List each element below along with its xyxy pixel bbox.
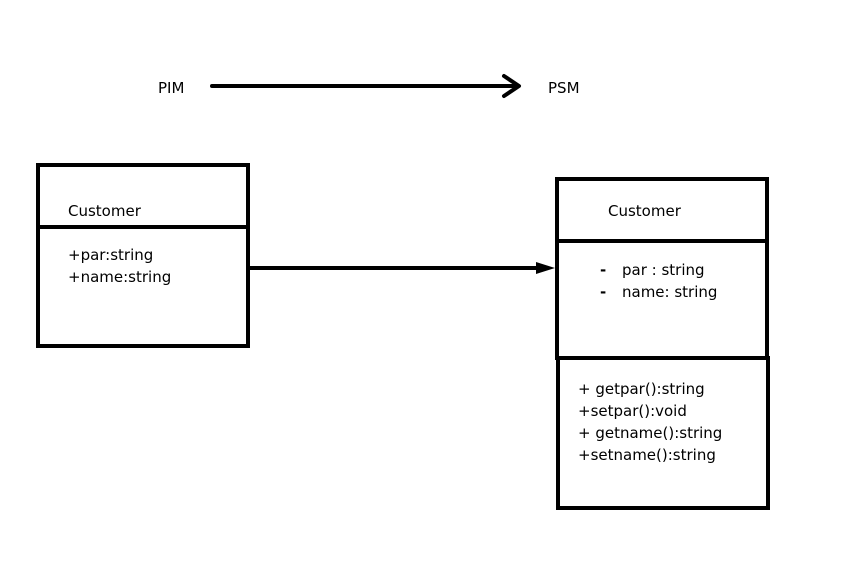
psm-attribute-name-text: name: string — [622, 283, 718, 301]
psm-method-getpar: + getpar():string — [578, 380, 705, 398]
psm-attribute-name: -name: string — [600, 281, 717, 303]
psm-methods: + getpar():string +setpar():void + getna… — [578, 378, 722, 466]
pim-attribute-par: +par:string — [68, 246, 154, 264]
psm-attributes: -par : string -name: string — [600, 259, 717, 303]
psm-attribute-par-text: par : string — [622, 261, 705, 279]
psm-methods-box: + getpar():string +setpar():void + getna… — [556, 356, 770, 510]
psm-class-divider — [559, 239, 765, 243]
class-mapping-arrow — [245, 262, 555, 274]
pim-class-box: Customer +par:string +name:string — [36, 163, 250, 348]
psm-attribute-par: -par : string — [600, 259, 717, 281]
psm-method-getname: + getname():string — [578, 424, 723, 442]
private-marker: - — [600, 283, 607, 301]
pim-attribute-name: +name:string — [68, 268, 172, 286]
psm-class-name: Customer — [608, 202, 681, 220]
psm-class-box: Customer -par : string -name: string — [555, 177, 769, 360]
psm-method-setname: +setname():string — [578, 446, 716, 464]
pim-attributes: +par:string +name:string — [68, 244, 171, 288]
pim-class-name: Customer — [68, 202, 141, 220]
pim-to-psm-arrow — [210, 74, 521, 98]
private-marker: - — [600, 261, 607, 279]
psm-label: PSM — [548, 79, 580, 97]
pim-class-divider — [40, 225, 246, 229]
pim-label: PIM — [158, 79, 185, 97]
psm-method-setpar: +setpar():void — [578, 402, 687, 420]
